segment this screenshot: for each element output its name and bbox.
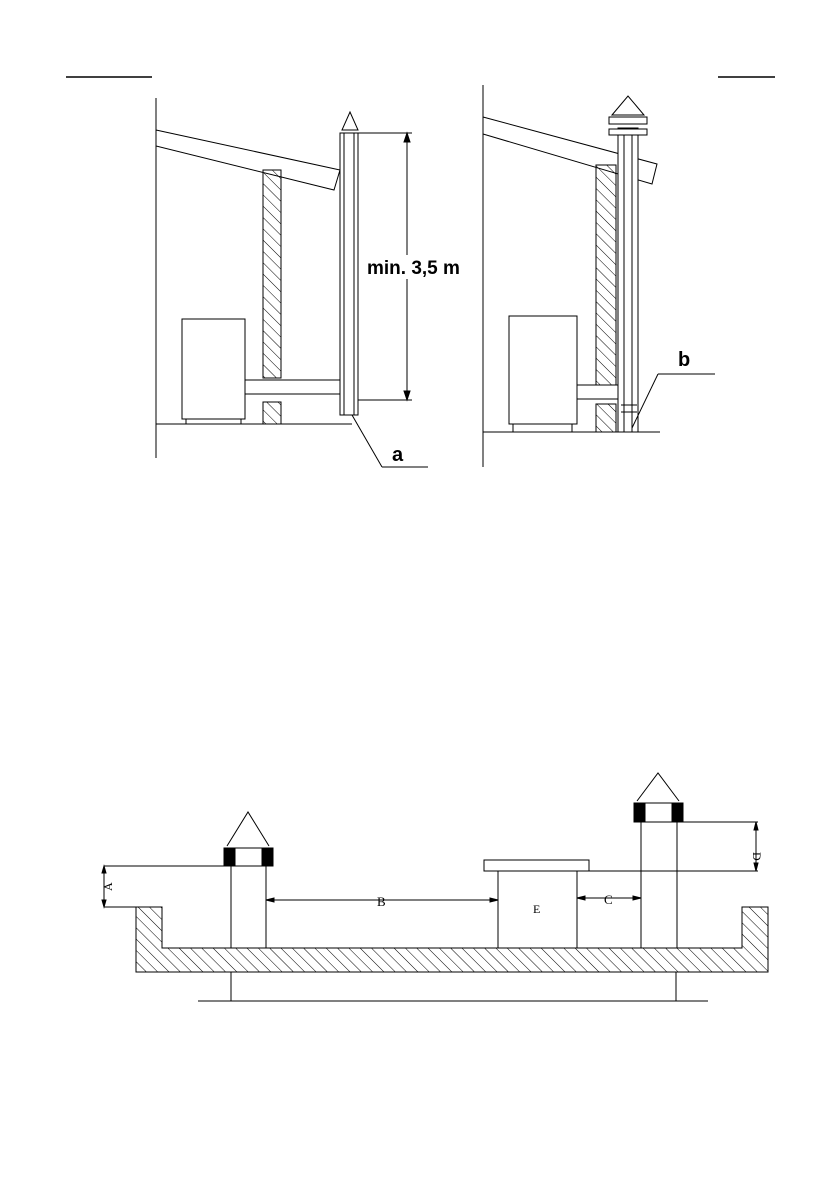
- dim-c-label: C: [604, 892, 613, 907]
- height-label: min. 3,5 m: [367, 258, 460, 279]
- right-cap-peak: [637, 773, 679, 801]
- left-low-chimney: [231, 866, 266, 948]
- left-flue-pipe: [245, 380, 340, 394]
- dim-a-arrow: [102, 866, 106, 873]
- dim-d-arrow: [754, 822, 758, 830]
- left-chimney-outer: [340, 133, 358, 415]
- label-a: a: [392, 444, 404, 466]
- dim-b-label: B: [377, 894, 386, 909]
- right-hatched-base: [596, 404, 616, 432]
- right-chimney-cap: [612, 96, 644, 115]
- left-chimney-cap-block: [262, 848, 273, 866]
- dim-c-arrow: [633, 896, 641, 900]
- obstacle-e-label: E: [533, 902, 540, 916]
- right-chimney-outer: [618, 128, 638, 432]
- left-installation-diagram: [156, 98, 428, 467]
- dim-b-arrow: [490, 898, 498, 902]
- left-roof: [156, 130, 340, 190]
- height-arrow-bottom: [404, 391, 410, 400]
- right-chimney-cap-block: [672, 803, 683, 822]
- right-stove: [509, 316, 577, 424]
- right-cap-ring: [609, 117, 647, 124]
- right-cap-ring: [609, 129, 647, 135]
- height-arrow-top: [404, 133, 410, 142]
- dim-a-arrow: [102, 900, 106, 907]
- leader-a: [352, 415, 382, 467]
- right-hatched-column: [596, 165, 616, 385]
- roof-distance-diagram: [102, 773, 768, 1001]
- dim-a-label: A: [101, 882, 115, 891]
- right-flue-pipe: [577, 385, 618, 399]
- dim-d-label: D: [750, 852, 764, 861]
- left-hatched-base: [263, 402, 281, 424]
- dim-d-arrow: [754, 863, 758, 871]
- dim-b-arrow: [266, 898, 274, 902]
- left-hatched-column: [263, 170, 281, 378]
- left-chimney-cap: [342, 112, 358, 130]
- label-b: b: [678, 349, 690, 371]
- dim-c-arrow: [577, 896, 585, 900]
- obstacle-top-slab: [484, 860, 589, 871]
- right-installation-diagram: [483, 85, 715, 467]
- left-stove: [182, 319, 245, 419]
- right-tall-chimney: [641, 822, 677, 948]
- left-chimney-cap-block: [224, 848, 235, 866]
- left-cap-peak: [227, 812, 269, 846]
- right-chimney-cap-block: [634, 803, 645, 822]
